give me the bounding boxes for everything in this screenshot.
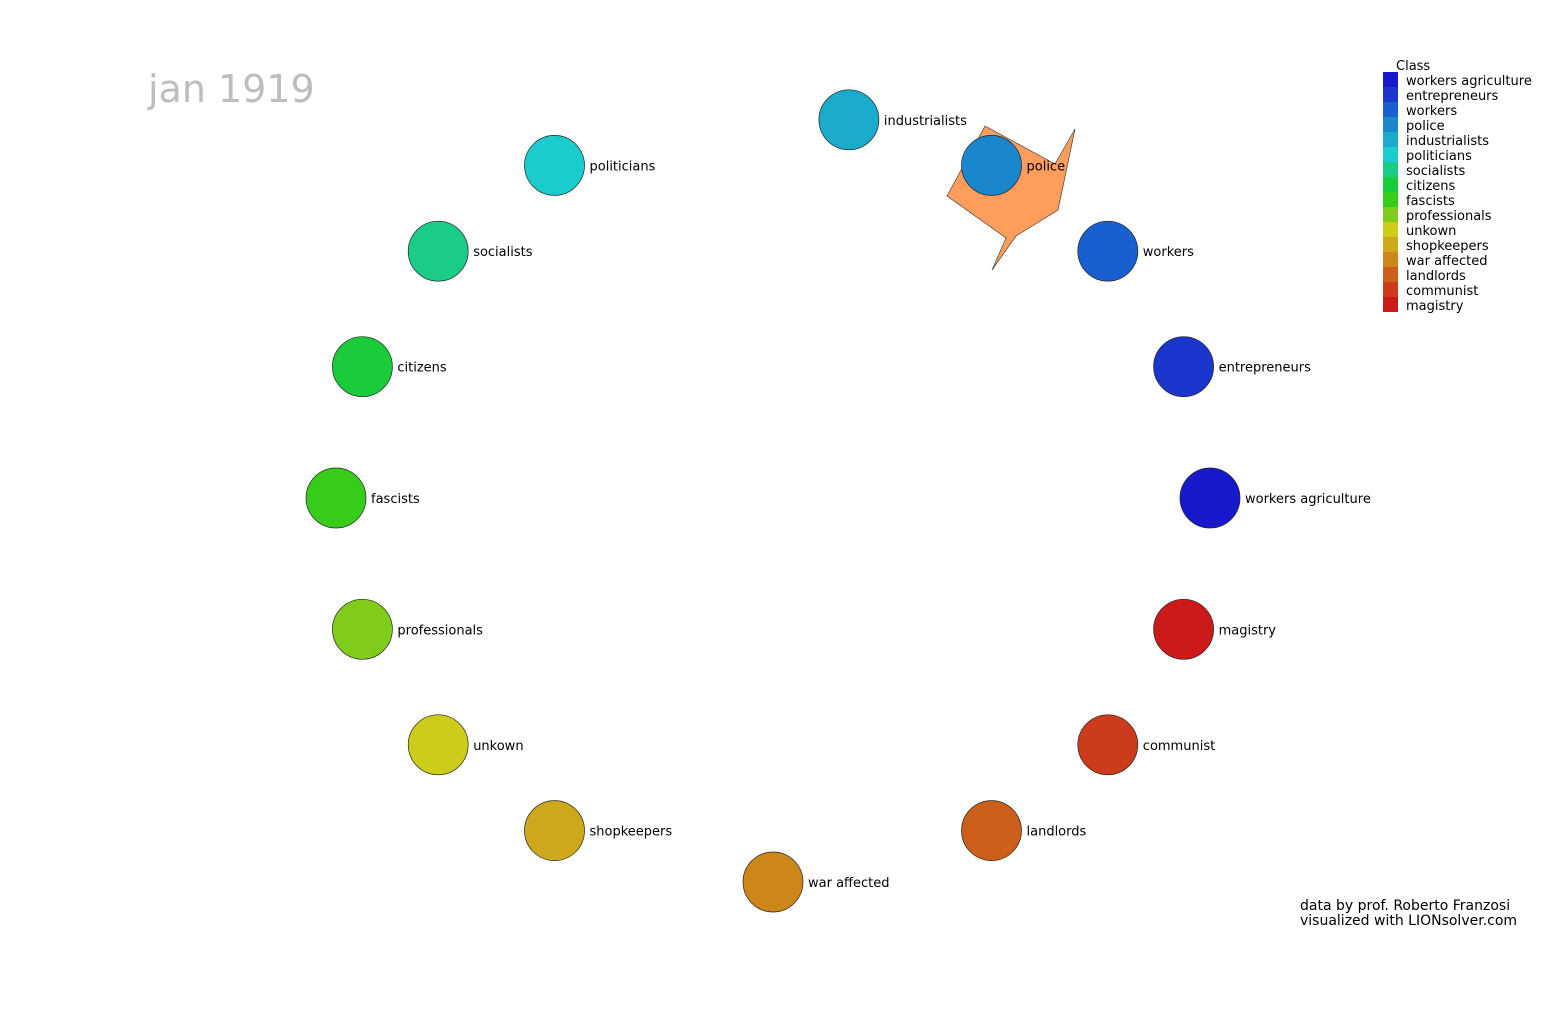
legend-swatch-workers — [1383, 102, 1398, 117]
legend-label-workers: workers — [1406, 104, 1457, 119]
node-workers-agriculture[interactable]: workers agriculture — [1179, 467, 1371, 529]
node-circle-communist[interactable] — [1077, 714, 1139, 776]
legend-label-industrialists: industrialists — [1406, 134, 1489, 149]
legend-swatch-fascists — [1383, 192, 1398, 207]
legend-label-citizens: citizens — [1406, 179, 1456, 194]
legend-label-entrepreneurs: entrepreneurs — [1406, 89, 1499, 104]
legend-swatch-magistry — [1383, 297, 1398, 312]
credit-visualization: visualized with LIONsolver.com — [1300, 913, 1517, 929]
node-circle-workers[interactable] — [1077, 220, 1139, 282]
node-circle-socialists[interactable] — [407, 220, 469, 282]
node-landlords[interactable]: landlords — [961, 800, 1087, 861]
node-war-affected[interactable]: war affected — [742, 851, 890, 913]
legend-label-police: police — [1406, 119, 1445, 134]
node-label-landlords: landlords — [1027, 825, 1087, 840]
node-workers[interactable]: workers — [1077, 220, 1194, 282]
legend-items: workers agricultureentrepreneursworkersp… — [1383, 72, 1532, 314]
node-label-magistry: magistry — [1219, 623, 1277, 638]
node-socialists[interactable]: socialists — [407, 220, 533, 282]
node-police[interactable]: police — [961, 135, 1066, 196]
credit-data-source: data by prof. Roberto Franzosi — [1300, 898, 1510, 914]
node-politicians[interactable]: politicians — [524, 135, 656, 196]
node-label-workers-agriculture: workers agriculture — [1245, 492, 1371, 507]
legend-label-politicians: politicians — [1406, 149, 1472, 164]
legend-label-workers-agriculture: workers agriculture — [1406, 74, 1532, 89]
node-label-shopkeepers: shopkeepers — [590, 825, 673, 840]
legend-title: Class — [1396, 59, 1430, 74]
legend-swatch-workers-agriculture — [1383, 72, 1398, 87]
node-label-workers: workers — [1143, 245, 1194, 260]
legend-label-professionals: professionals — [1406, 209, 1492, 224]
node-label-professionals: professionals — [397, 623, 483, 638]
legend-swatch-entrepreneurs — [1383, 87, 1398, 102]
node-circle-unkown[interactable] — [407, 714, 469, 776]
node-professionals[interactable]: professionals — [332, 598, 483, 660]
node-label-entrepreneurs: entrepreneurs — [1219, 361, 1312, 376]
legend-swatch-politicians — [1383, 147, 1398, 162]
legend-label-unkown: unkown — [1406, 224, 1456, 239]
node-circle-shopkeepers[interactable] — [524, 800, 585, 861]
node-circle-professionals[interactable] — [332, 598, 393, 660]
legend-label-communist: communist — [1406, 284, 1478, 299]
node-citizens[interactable]: citizens — [332, 336, 447, 398]
node-circle-politicians[interactable] — [524, 135, 585, 196]
legend-swatch-industrialists — [1383, 132, 1398, 147]
node-circle-industrialists[interactable] — [818, 89, 880, 151]
node-industrialists[interactable]: industrialists — [818, 89, 967, 151]
credits: data by prof. Roberto Franzosi visualize… — [1300, 898, 1517, 929]
legend-label-fascists: fascists — [1406, 194, 1455, 209]
node-entrepreneurs[interactable]: entrepreneurs — [1153, 336, 1312, 398]
legend: Class workers agricultureentrepreneurswo… — [1383, 59, 1532, 314]
node-label-police: police — [1027, 159, 1066, 174]
legend-label-landlords: landlords — [1406, 269, 1466, 284]
node-label-war-affected: war affected — [808, 876, 890, 891]
nodes-layer: workers agriculture entrepreneurs workers p… — [305, 89, 1371, 913]
legend-label-war-affected: war affected — [1406, 254, 1488, 269]
legend-swatch-war-affected — [1383, 252, 1398, 267]
legend-swatch-citizens — [1383, 177, 1398, 192]
legend-swatch-socialists — [1383, 162, 1398, 177]
node-label-politicians: politicians — [590, 159, 656, 174]
legend-swatch-police — [1383, 117, 1398, 132]
node-circle-entrepreneurs[interactable] — [1153, 336, 1214, 398]
legend-swatch-communist — [1383, 282, 1398, 297]
node-circle-police[interactable] — [961, 135, 1022, 196]
node-circle-citizens[interactable] — [332, 336, 393, 398]
node-circle-landlords[interactable] — [961, 800, 1022, 861]
legend-label-shopkeepers: shopkeepers — [1406, 239, 1489, 254]
node-label-citizens: citizens — [397, 361, 447, 376]
node-label-unkown: unkown — [473, 739, 523, 754]
legend-swatch-landlords — [1383, 267, 1398, 282]
node-label-communist: communist — [1143, 739, 1215, 754]
legend-label-socialists: socialists — [1406, 164, 1466, 179]
period-title: jan 1919 — [147, 67, 315, 111]
node-label-socialists: socialists — [473, 245, 533, 260]
legend-label-magistry: magistry — [1406, 299, 1464, 314]
node-fascists[interactable]: fascists — [305, 467, 420, 529]
node-circle-magistry[interactable] — [1153, 598, 1214, 660]
node-magistry[interactable]: magistry — [1153, 598, 1277, 660]
legend-swatch-professionals — [1383, 207, 1398, 222]
node-circle-workers-agriculture[interactable] — [1179, 467, 1241, 529]
node-label-industrialists: industrialists — [884, 114, 967, 129]
node-circle-war-affected[interactable] — [742, 851, 804, 913]
node-label-fascists: fascists — [371, 492, 420, 507]
node-circle-fascists[interactable] — [305, 467, 367, 529]
node-communist[interactable]: communist — [1077, 714, 1215, 776]
node-unkown[interactable]: unkown — [407, 714, 524, 776]
legend-swatch-shopkeepers — [1383, 237, 1398, 252]
legend-swatch-unkown — [1383, 222, 1398, 237]
node-shopkeepers[interactable]: shopkeepers — [524, 800, 673, 861]
